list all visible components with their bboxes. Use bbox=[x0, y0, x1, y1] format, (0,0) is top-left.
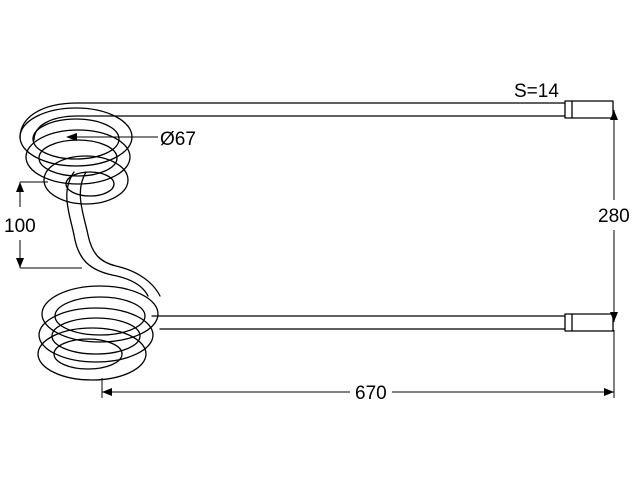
lower-coil bbox=[37, 285, 159, 381]
dimension-coil-diameter: Ø67 bbox=[66, 129, 196, 150]
upper-coil bbox=[19, 102, 133, 205]
wire-size-label: S=14 bbox=[514, 81, 559, 102]
coil-diameter-label: Ø67 bbox=[160, 129, 196, 150]
tine-length-label: 670 bbox=[355, 383, 387, 404]
connecting-wire bbox=[66, 171, 161, 297]
tine-spacing-label: 280 bbox=[598, 206, 630, 227]
dimension-tine-length: 670 bbox=[101, 330, 615, 404]
dimension-coil-offset: 100 bbox=[4, 181, 82, 269]
lower-tine bbox=[151, 313, 614, 332]
coil-offset-label: 100 bbox=[4, 216, 36, 237]
upper-tine bbox=[77, 100, 614, 119]
dimension-wire-size: S=14 bbox=[514, 81, 559, 102]
dimension-tine-spacing: 280 bbox=[598, 110, 630, 322]
